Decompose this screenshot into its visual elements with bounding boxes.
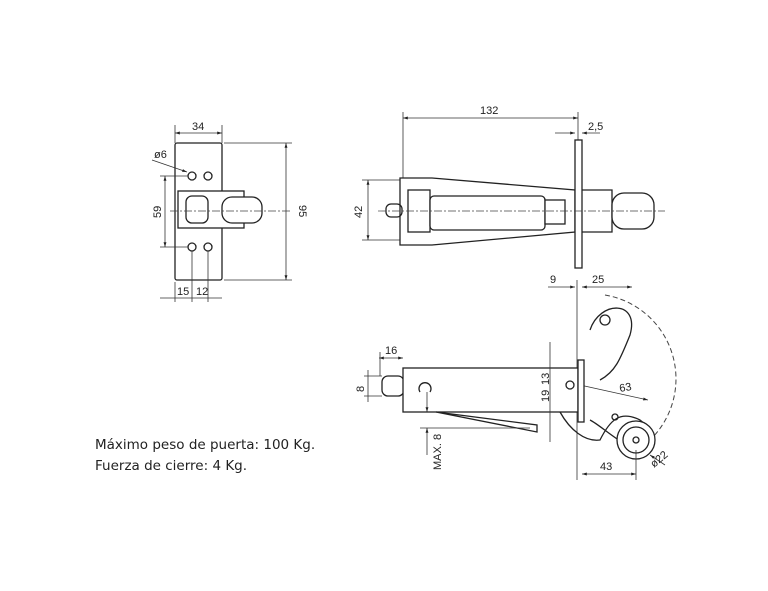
dim-top-height: 42 (353, 206, 365, 218)
dim-offset-a: 15 (177, 286, 189, 298)
dim-pin: 16 (385, 345, 397, 357)
dim-hole: ø6 (154, 149, 167, 161)
dim-width: 34 (192, 121, 204, 133)
dim-offset-b: 12 (196, 286, 208, 298)
dim-19: 19 (540, 390, 552, 402)
side-view: 9 25 63 16 8 19 13 MAX. 8 43 ø22 (355, 274, 677, 480)
dim-25: 25 (592, 274, 604, 286)
dim-wheel: ø22 (648, 449, 670, 470)
dim-pin-dia: 8 (355, 386, 367, 392)
dim-plate: 2,5 (588, 121, 603, 133)
dim-13: 13 (540, 373, 552, 385)
note-closing-force: Fuerza de cierre: 4 Kg. (95, 458, 248, 474)
dim-radius: 63 (618, 381, 632, 395)
dim-height: 95 (296, 205, 308, 217)
front-view: 34 ø6 59 95 15 12 (151, 121, 308, 302)
dim-max: MAX. 8 (432, 434, 444, 470)
dim-9: 9 (550, 274, 556, 286)
dim-length: 132 (480, 105, 498, 117)
dim-hole-spacing: 59 (152, 206, 164, 218)
note-max-weight: Máximo peso de puerta: 100 Kg. (95, 437, 316, 453)
dim-reach: 43 (600, 461, 612, 473)
top-view: 132 2,5 42 (353, 105, 665, 269)
